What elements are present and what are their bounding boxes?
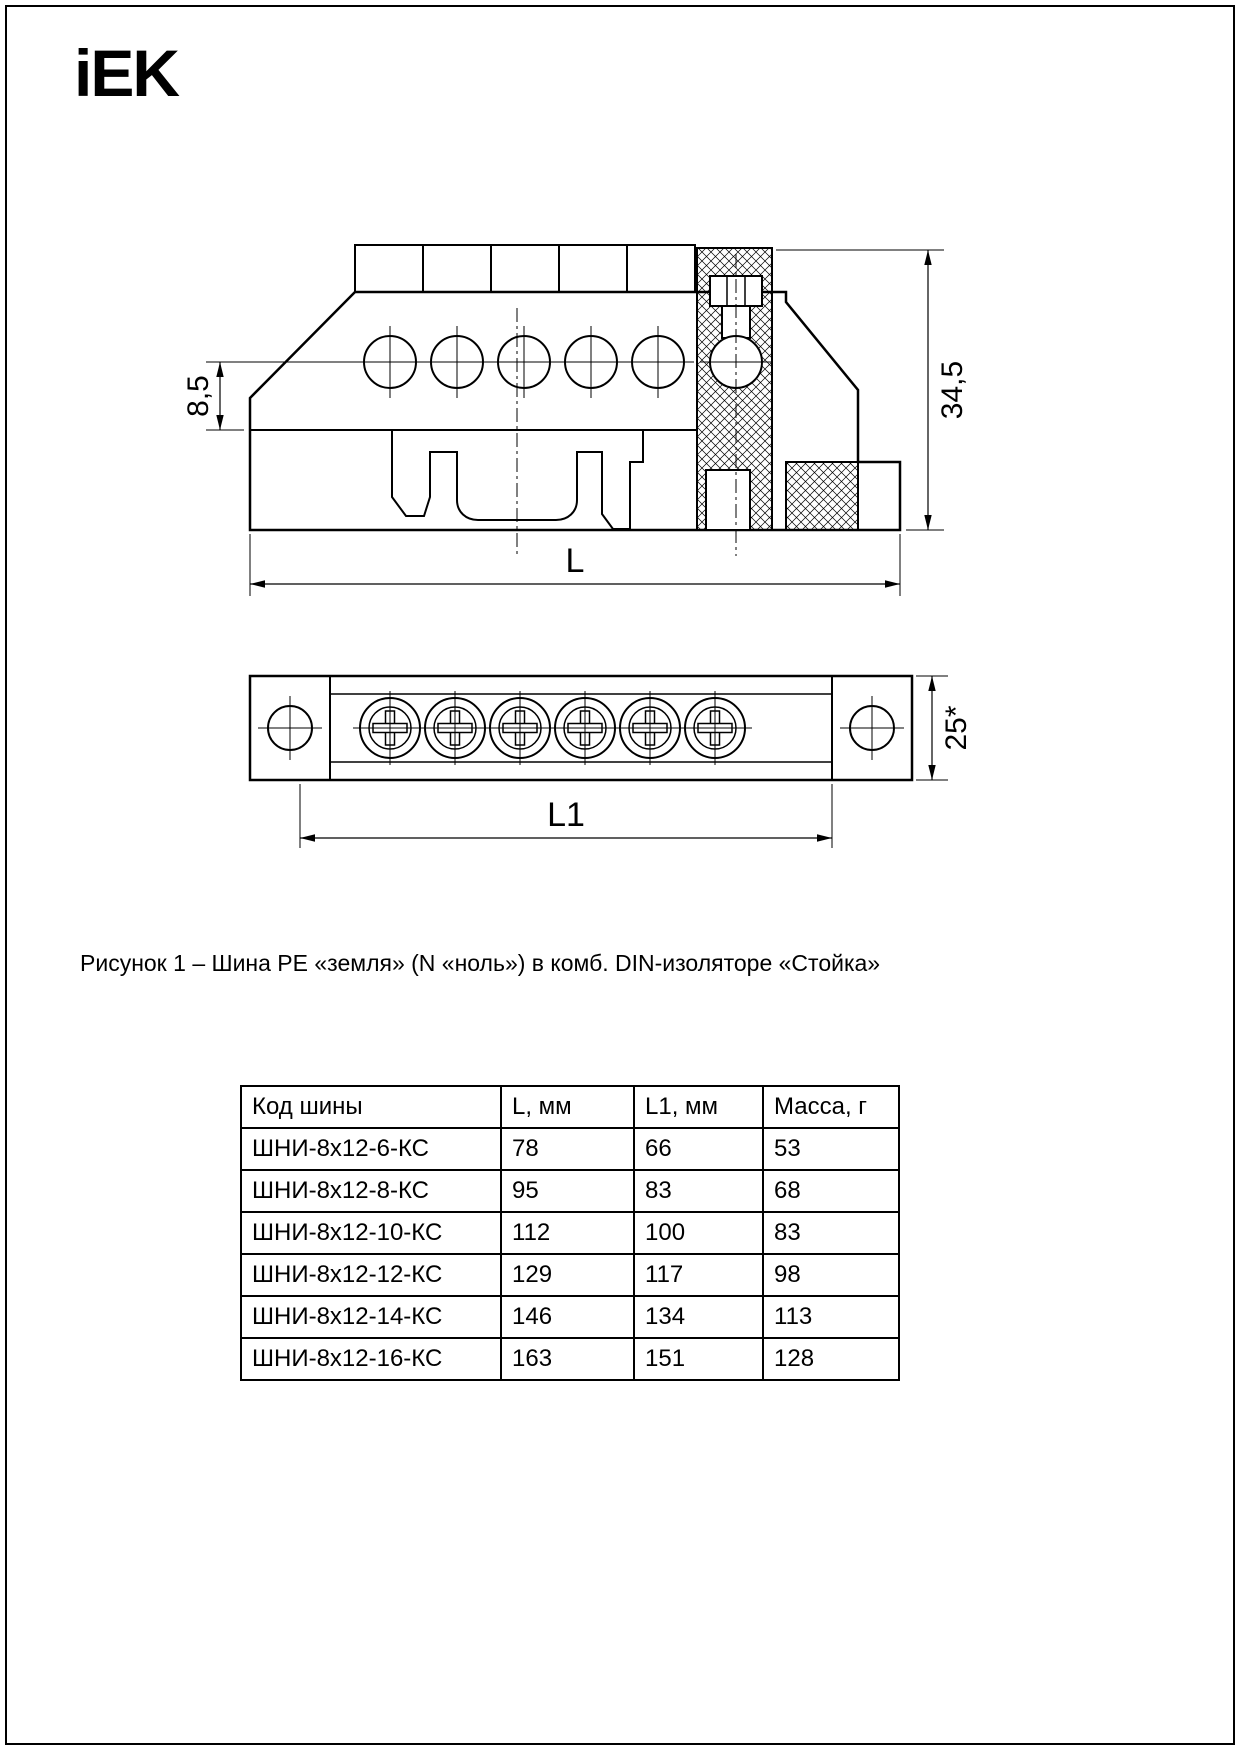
- table-header-row: Код шины L, мм L1, мм Масса, г: [240, 1085, 900, 1129]
- dimension-25: 25*: [916, 675, 973, 781]
- cell-l1: 100: [633, 1211, 764, 1255]
- side-view: [248, 244, 902, 556]
- iek-logo-text: iEK: [74, 36, 180, 110]
- screw-holes-side: [363, 335, 685, 389]
- table-row: ШНИ-8х12-12-КС 129 117 98: [240, 1253, 900, 1297]
- table-row: ШНИ-8х12-14-КС 146 134 113: [240, 1295, 900, 1339]
- cell-mass: 128: [762, 1337, 900, 1381]
- iek-logo: iEK: [74, 40, 180, 106]
- mounting-hole-center-marks: [258, 696, 904, 760]
- top-view: [248, 674, 914, 782]
- cell-mass: 98: [762, 1253, 900, 1297]
- dim-label-8-5: 8,5: [182, 375, 215, 417]
- table-row: ШНИ-8х12-16-КС 163 151 128: [240, 1337, 900, 1381]
- din-clip: [391, 430, 644, 530]
- dim-label-25: 25*: [940, 705, 973, 750]
- cell-l: 146: [500, 1295, 635, 1339]
- col-header-mass: Масса, г: [762, 1085, 900, 1129]
- cell-l: 95: [500, 1169, 635, 1213]
- cell-code: ШНИ-8х12-6-КС: [240, 1127, 502, 1171]
- clip-cutout: [705, 469, 751, 531]
- dim-label-L: L: [566, 542, 585, 580]
- spec-table: Код шины L, мм L1, мм Масса, г ШНИ-8х12-…: [240, 1085, 900, 1381]
- cell-code: ШНИ-8х12-8-КС: [240, 1169, 502, 1213]
- cell-mass: 83: [762, 1211, 900, 1255]
- terminal-caps: [354, 244, 696, 293]
- cell-l: 112: [500, 1211, 635, 1255]
- hole-center-marks-side: [354, 326, 772, 398]
- figure-caption: Рисунок 1 – Шина PE «земля» (N «ноль») в…: [80, 950, 881, 976]
- cell-l1: 134: [633, 1295, 764, 1339]
- col-header-l1: L1, мм: [633, 1085, 764, 1129]
- cell-mass: 113: [762, 1295, 900, 1339]
- cell-l1: 83: [633, 1169, 764, 1213]
- cell-l1: 117: [633, 1253, 764, 1297]
- cell-l: 78: [500, 1127, 635, 1171]
- table-row: ШНИ-8х12-10-КС 112 100 83: [240, 1211, 900, 1255]
- cell-code: ШНИ-8х12-10-КС: [240, 1211, 502, 1255]
- cell-code: ШНИ-8х12-16-КС: [240, 1337, 502, 1381]
- dimension-L: L: [249, 534, 901, 596]
- cell-code: ШНИ-8х12-12-КС: [240, 1253, 502, 1297]
- dim-label-34-5: 34,5: [936, 361, 969, 419]
- cell-l: 129: [500, 1253, 635, 1297]
- cell-code: ШНИ-8х12-14-КС: [240, 1295, 502, 1339]
- dimension-L1: L1: [299, 784, 833, 848]
- col-header-code: Код шины: [240, 1085, 502, 1129]
- cell-mass: 68: [762, 1169, 900, 1213]
- dimension-34-5: 34,5: [776, 249, 969, 531]
- table-row: ШНИ-8х12-6-КС 78 66 53: [240, 1127, 900, 1171]
- dimension-8-5: 8,5: [182, 361, 368, 431]
- cell-mass: 53: [762, 1127, 900, 1171]
- cell-l: 163: [500, 1337, 635, 1381]
- figure-1-drawing: 8,5 34,5 L: [182, 244, 973, 848]
- dim-label-L1: L1: [547, 796, 585, 834]
- col-header-l: L, мм: [500, 1085, 635, 1129]
- base-hatched-block: [785, 461, 859, 531]
- table-row: ШНИ-8х12-8-КС 95 83 68: [240, 1169, 900, 1213]
- page-border: [5, 5, 1235, 1745]
- terminal-cap-dividers: [422, 245, 628, 292]
- insulator-stand-hatched: [696, 247, 773, 531]
- centerlines: [516, 254, 737, 556]
- cell-l1: 151: [633, 1337, 764, 1381]
- cell-l1: 66: [633, 1127, 764, 1171]
